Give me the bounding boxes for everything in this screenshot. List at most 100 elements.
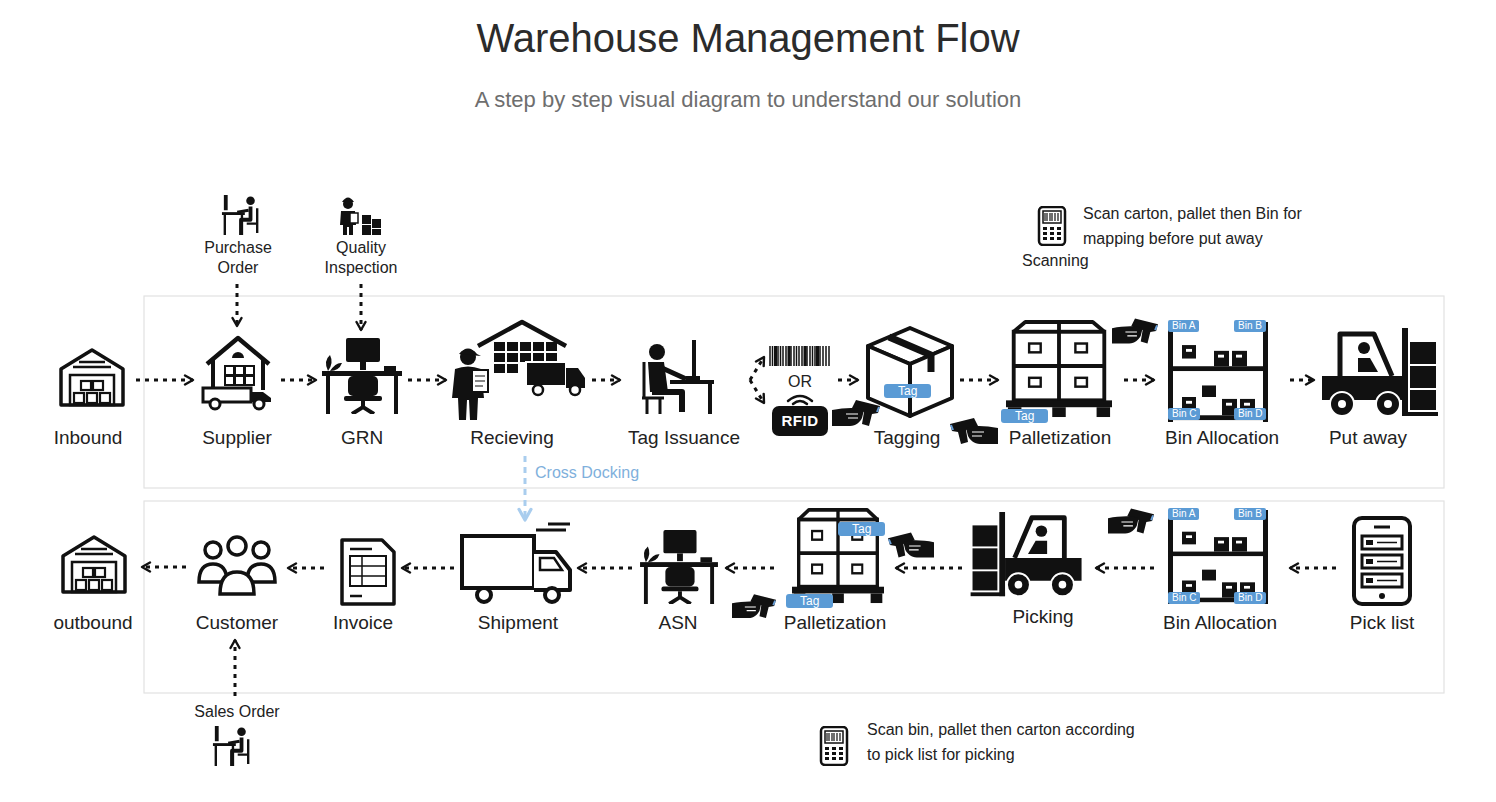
step-label: Supplier bbox=[202, 427, 272, 449]
connector-line bbox=[726, 567, 774, 570]
connector-line bbox=[750, 357, 764, 380]
step-node: Inbound bbox=[48, 340, 132, 452]
step-node: Picking bbox=[966, 510, 1092, 630]
scanner-hand bbox=[732, 594, 776, 618]
tag-badge: Tag bbox=[1001, 409, 1048, 423]
connector-line bbox=[360, 284, 363, 330]
step-label: Put away bbox=[1329, 427, 1407, 449]
shelf-icon bbox=[1168, 322, 1268, 422]
step-node: Purchase Order bbox=[192, 195, 284, 280]
step-label: Invoice bbox=[333, 612, 393, 634]
connector-line bbox=[1290, 567, 1336, 570]
connector-line bbox=[281, 379, 316, 382]
tag-badge: Tag bbox=[838, 522, 885, 536]
connector-line bbox=[1096, 567, 1154, 570]
step-node: Tag Issuance bbox=[624, 338, 746, 452]
flow-connector bbox=[592, 380, 620, 381]
bin-label: Bin C bbox=[1168, 408, 1200, 420]
flow-connector bbox=[726, 568, 774, 569]
step-node: Pick list bbox=[1340, 514, 1426, 636]
tag-badge: Tag bbox=[884, 384, 931, 398]
flow-connector bbox=[237, 284, 238, 326]
warehouse-icon bbox=[61, 350, 123, 405]
flow-connector bbox=[1290, 380, 1314, 381]
bin-label: Bin D bbox=[1234, 408, 1266, 420]
carton-icon bbox=[868, 328, 952, 416]
scanner-hand bbox=[832, 400, 880, 426]
connector-line bbox=[896, 567, 962, 570]
step-node: Recieving bbox=[450, 320, 588, 452]
connector-line bbox=[236, 284, 239, 326]
step-label: Shipment bbox=[478, 612, 558, 634]
flow-connector bbox=[838, 380, 858, 381]
step-label: OR bbox=[788, 372, 812, 392]
scanner-hand bbox=[950, 418, 998, 444]
bin-label: Bin D bbox=[1234, 592, 1266, 604]
step-node: Shipment bbox=[458, 524, 574, 636]
connector-line bbox=[524, 456, 527, 520]
inspection-icon bbox=[340, 198, 381, 236]
pallet-icon bbox=[1006, 322, 1112, 417]
flow-connector bbox=[361, 284, 362, 330]
flow-connector bbox=[235, 640, 236, 696]
step-node: Bin Allocation bbox=[1158, 320, 1286, 452]
barcode-icon bbox=[770, 346, 829, 366]
bin-label: Bin B bbox=[1234, 508, 1266, 520]
handheld-scanner bbox=[1039, 207, 1065, 245]
diagram-title: Warehouse Management Flow bbox=[0, 14, 1496, 62]
flow-connector bbox=[142, 567, 186, 568]
connector-line bbox=[142, 566, 186, 569]
step-node: Bin Allocation bbox=[1158, 508, 1286, 636]
flow-connector bbox=[1124, 380, 1154, 381]
invoice-icon bbox=[342, 540, 394, 604]
step-label: RFID bbox=[782, 412, 819, 430]
inbound-band bbox=[144, 296, 1444, 488]
step-label: Palletization bbox=[784, 612, 886, 634]
scanner-hand bbox=[1108, 509, 1154, 534]
step-label: Palletization bbox=[1009, 427, 1111, 449]
connector-line bbox=[136, 379, 193, 382]
outbound-band bbox=[144, 501, 1444, 693]
step-label: Bin Allocation bbox=[1163, 612, 1277, 634]
connector-line bbox=[1290, 379, 1314, 382]
desk-icon bbox=[640, 530, 718, 604]
receiving-icon bbox=[452, 322, 585, 420]
step-node: GRN bbox=[320, 334, 404, 452]
rfid-icon bbox=[772, 396, 828, 436]
connector-line bbox=[750, 380, 764, 403]
flow-connector bbox=[1290, 568, 1336, 569]
customer-icon bbox=[199, 537, 275, 594]
step-label: Sales Order bbox=[194, 702, 279, 722]
flow-connector bbox=[281, 380, 316, 381]
step-node: ASN bbox=[636, 526, 722, 636]
step-label: outbound bbox=[53, 612, 132, 634]
step-label: Tag Issuance bbox=[628, 427, 740, 449]
connector-line bbox=[838, 379, 858, 382]
step-label: Picking bbox=[1012, 606, 1073, 628]
step-node: Palletization bbox=[1002, 320, 1120, 452]
step-label: Customer bbox=[196, 612, 278, 634]
scanner-hand bbox=[888, 533, 934, 558]
truck-icon bbox=[462, 524, 570, 602]
step-label: GRN bbox=[341, 427, 383, 449]
connector-line bbox=[1124, 379, 1154, 382]
flow-connector bbox=[136, 380, 193, 381]
flow-connector bbox=[750, 357, 764, 403]
step-node: Sales Order bbox=[188, 700, 286, 768]
step-node: outbound bbox=[48, 530, 138, 636]
callout-note: Scan carton, pallet then Bin for mapping… bbox=[1083, 201, 1348, 251]
tag-issuance-icon bbox=[642, 340, 714, 414]
step-node: Invoice bbox=[328, 536, 398, 636]
bin-label: Bin B bbox=[1234, 320, 1266, 332]
flow-connector bbox=[402, 568, 454, 569]
flow-connector bbox=[896, 568, 962, 569]
flow-connector bbox=[408, 380, 446, 381]
connector-line bbox=[408, 379, 446, 382]
step-label: Purchase Order bbox=[196, 238, 280, 278]
step-label: Bin Allocation bbox=[1165, 427, 1279, 449]
bin-label: Bin C bbox=[1168, 592, 1200, 604]
flow-connector bbox=[525, 456, 526, 520]
